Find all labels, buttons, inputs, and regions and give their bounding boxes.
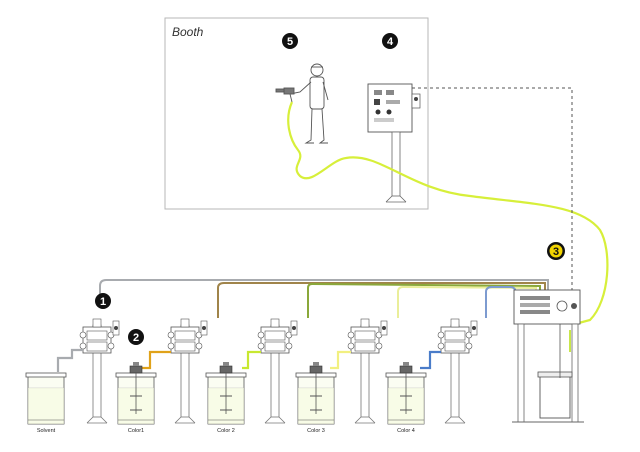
callout-2: 2 [128, 329, 144, 345]
gun-supply-hose [287, 101, 609, 326]
feed-color1 [134, 350, 171, 370]
feed-color3 [330, 350, 351, 370]
callout-number: 2 [133, 332, 139, 344]
tank-color3: Color 3 [295, 361, 337, 434]
callout-number: 5 [287, 36, 293, 48]
tank-color2: Color 2 [205, 361, 247, 434]
tank-color4: Color 4 [385, 361, 427, 434]
control-panel [367, 83, 421, 203]
color-changer [512, 289, 584, 423]
color2-line [307, 282, 541, 318]
tank-label: Color 2 [217, 428, 235, 434]
tank-label: Color1 [128, 428, 144, 434]
pump-solvent [79, 318, 120, 424]
callout-3: 3 [547, 242, 565, 260]
pump-color1 [167, 318, 208, 424]
pump-color3 [347, 318, 388, 424]
control-signal-line [412, 87, 573, 290]
callout-4: 4 [382, 33, 398, 49]
pump-color4 [437, 318, 478, 424]
tank-feed-lines [56, 348, 441, 372]
feed-color2 [242, 350, 261, 370]
tank-color1: Color1 [115, 361, 157, 434]
manifold-lines [99, 279, 549, 318]
color4-line [485, 286, 517, 318]
tank-label: Solvent [37, 428, 56, 434]
solvent-line [99, 279, 549, 305]
feed-color4 [420, 350, 441, 370]
tank-label: Color 3 [307, 428, 325, 434]
color3-line [397, 285, 537, 318]
tank-label: Color 4 [397, 428, 415, 434]
callout-number: 1 [100, 296, 106, 308]
callout-number: 4 [387, 36, 394, 48]
callout-5: 5 [282, 33, 298, 49]
callout-1: 1 [95, 293, 111, 309]
feed-solvent [56, 348, 83, 372]
color1-line [217, 282, 546, 318]
tank-solvent: Solvent [25, 372, 67, 434]
spray-operator [275, 63, 329, 144]
callout-number: 3 [553, 246, 559, 258]
pump-color2 [257, 318, 298, 424]
booth-label: Booth [172, 25, 204, 39]
